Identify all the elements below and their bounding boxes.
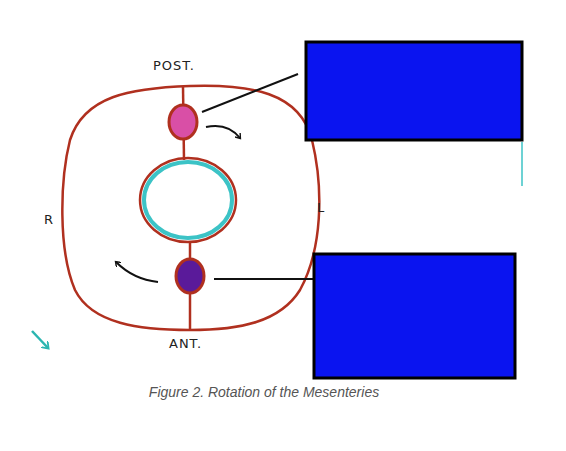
posterior-organ: [169, 105, 197, 139]
direction-label: L: [317, 200, 325, 215]
anterior-organ: [176, 259, 204, 293]
gut-tube-lumen: [144, 162, 232, 238]
direction-label: ANT.: [169, 336, 202, 351]
figure-caption: Figure 2. Rotation of the Mesenteries: [149, 384, 379, 400]
direction-label: POST.: [153, 58, 195, 73]
redaction-box: [314, 254, 515, 378]
rotation-arrow: [116, 262, 158, 282]
body-wall: [62, 86, 319, 330]
pointer-arrow: [32, 331, 48, 348]
direction-label: R: [44, 212, 54, 227]
gut-tube-outer: [140, 158, 236, 242]
leader-line: [214, 278, 313, 280]
leader-line: [202, 74, 298, 112]
redaction-box: [306, 42, 522, 140]
rotation-arrow: [206, 126, 240, 138]
edge-mark: [521, 142, 523, 186]
